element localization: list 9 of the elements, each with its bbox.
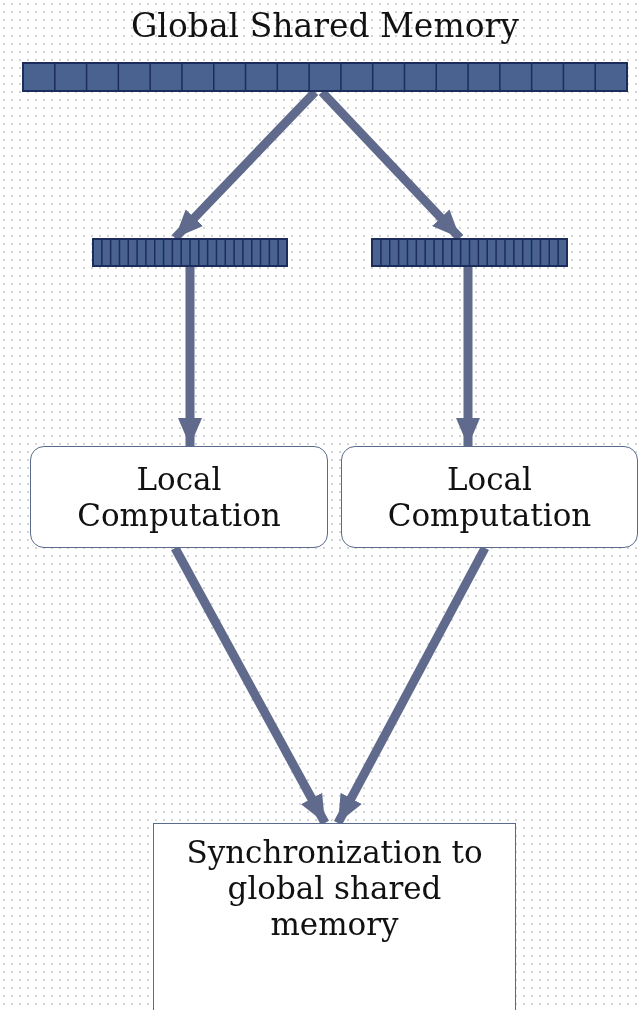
box-label: Synchronization to global shared memory [185, 834, 484, 942]
process-box [153, 823, 516, 1010]
arrow [456, 267, 480, 446]
array-title: Global Shared Memory [130, 8, 520, 44]
process-box [341, 446, 638, 548]
process-box [30, 446, 328, 548]
box-label: Local Computation [76, 461, 282, 533]
box-label: Local Computation [386, 461, 593, 533]
arrow [178, 267, 202, 446]
